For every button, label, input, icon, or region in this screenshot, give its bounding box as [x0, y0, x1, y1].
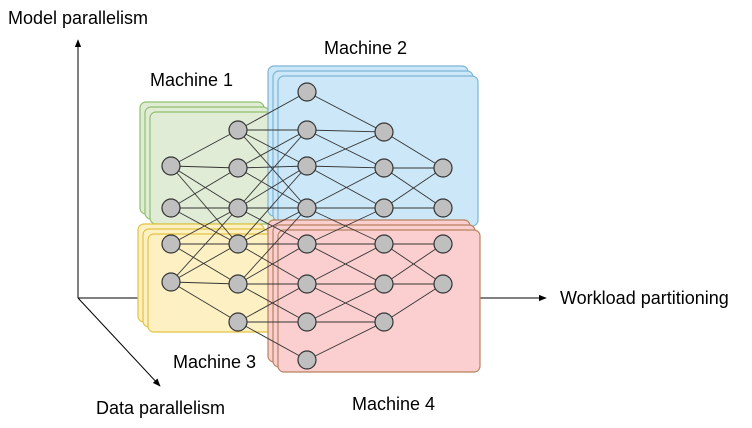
network-node-layer-3 [297, 274, 317, 294]
network-edge [170, 243, 239, 283]
network-node-layer-3 [297, 120, 317, 140]
network-node-layer-1 [161, 156, 181, 176]
network-node-layer-2 [228, 120, 248, 140]
network-edge [237, 129, 308, 209]
network-node-layer-2 [228, 158, 248, 178]
network-edge [237, 91, 308, 131]
network-edge [170, 207, 239, 283]
network-edge [237, 165, 308, 245]
y-axis-label: Model parallelism [8, 8, 148, 28]
network-edge [170, 165, 239, 169]
network-node-layer-3 [297, 350, 317, 370]
network-node-layer-3 [297, 312, 317, 332]
network-edge [237, 283, 308, 323]
network-node-layer-4 [374, 158, 394, 178]
network-edge [170, 281, 239, 285]
machine-1-label: Machine 1 [150, 70, 233, 90]
network-edge [237, 165, 308, 209]
network-edge [306, 129, 385, 133]
network-edge [170, 207, 239, 245]
network-edge [170, 281, 239, 323]
network-node-layer-4 [374, 198, 394, 218]
network-edges [170, 91, 444, 361]
network-node-layer-4 [374, 312, 394, 332]
network-edge [237, 207, 308, 245]
network-edge [237, 129, 308, 169]
machine-3-label: Machine 3 [173, 352, 256, 372]
z-axis-arrow [77, 297, 161, 387]
network-edge [383, 243, 444, 285]
network-edge [237, 321, 308, 361]
network-edge [306, 243, 385, 285]
network-edge [237, 167, 308, 209]
network-node-layer-2 [228, 234, 248, 254]
network-node-layer-2 [228, 274, 248, 294]
network-node-layer-5 [433, 274, 453, 294]
machine-1-stack [139, 101, 275, 225]
network-edge [170, 165, 239, 209]
network-edge [306, 165, 385, 169]
network-edge [306, 207, 385, 245]
network-edge [237, 207, 308, 285]
network-edge [170, 167, 239, 209]
network-node-layer-4 [374, 234, 394, 254]
network-node-layer-5 [433, 158, 453, 178]
network-edge [383, 167, 444, 209]
network-node-layer-4 [374, 274, 394, 294]
network-node-layer-1 [161, 198, 181, 218]
network-node-layer-4 [374, 122, 394, 142]
network-edge [306, 165, 385, 209]
network-node-layer-2 [228, 198, 248, 218]
network-edge [306, 283, 385, 323]
network-edge [170, 243, 239, 285]
network-nodes [161, 82, 453, 370]
network-node-layer-3 [297, 156, 317, 176]
network-node-layer-3 [297, 82, 317, 102]
network-node-layer-3 [297, 198, 317, 218]
x-axis-label: Workload partitioning [560, 288, 729, 308]
network-node-layer-5 [433, 198, 453, 218]
network-edge [237, 129, 308, 167]
network-edge [170, 129, 239, 167]
network-node-layer-1 [161, 234, 181, 254]
network-edge [237, 243, 308, 285]
network-edge [237, 165, 308, 169]
network-node-layer-1 [161, 272, 181, 292]
machine-4-label: Machine 4 [352, 394, 435, 414]
network-edge [306, 167, 385, 209]
network-edge [306, 131, 385, 167]
network-edge [306, 321, 385, 361]
network-edge [383, 283, 444, 323]
network-node-layer-2 [228, 312, 248, 332]
machine-3-stack [137, 223, 275, 333]
network-edge [306, 91, 385, 133]
machine-2-stack [267, 65, 479, 227]
machine-4-card [277, 229, 481, 373]
machine-2-label: Machine 2 [324, 38, 407, 58]
network-node-layer-5 [433, 234, 453, 254]
z-axis-label: Data parallelism [96, 398, 225, 418]
network-edge [383, 131, 444, 169]
network-edge [170, 165, 239, 245]
network-node-layer-3 [297, 234, 317, 254]
